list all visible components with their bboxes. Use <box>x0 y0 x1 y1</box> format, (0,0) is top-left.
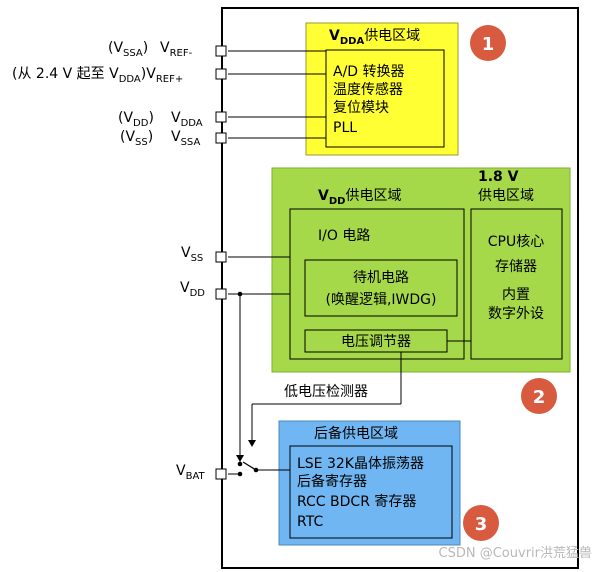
lse-label: LSE 32K晶体振荡器 <box>297 456 424 472</box>
rtc-label: RTC <box>297 514 323 530</box>
voltage-regulator-label: 电压调节器 <box>341 334 411 350</box>
pin-vref-minus <box>215 45 227 57</box>
svg-text:3: 3 <box>475 514 488 535</box>
pin-vbat <box>215 468 227 480</box>
pin-vdda <box>215 111 227 123</box>
switch-contact-vdd <box>237 461 243 467</box>
builtin-label: 内置 <box>502 287 530 303</box>
backup-register-label: 后备寄存器 <box>297 473 367 490</box>
low-voltage-detector-label: 低电压检测器 <box>284 384 368 400</box>
memory-label: 存储器 <box>495 259 537 275</box>
adc-label: A/D 转换器 <box>333 63 405 80</box>
switch-contact-vbat <box>237 471 243 477</box>
switch-blade <box>242 461 257 471</box>
backup-inner-box <box>289 445 453 539</box>
vref-minus-label: VREF- <box>160 40 193 59</box>
lvd-arrow <box>248 440 256 447</box>
vref-plus-label: (从 2.4 V 起至 VDDA)VREF+ <box>12 66 183 85</box>
vdda-label: VDDA <box>171 110 203 129</box>
backup-domain-title: 后备供电区域 <box>314 425 398 442</box>
pin-vssa <box>215 132 227 144</box>
temp-sensor-label: 温度传感器 <box>333 81 403 98</box>
vdd-switch-arrow <box>236 455 244 462</box>
vbat-label: VBAT <box>176 463 206 482</box>
badge-3: 3 <box>463 505 499 541</box>
reset-module-label: 复位模块 <box>333 99 389 116</box>
badge-2: 2 <box>521 378 557 414</box>
vdd-paren-label: (VDD) <box>118 110 154 129</box>
watermark: CSDN @Couvrir洪荒猛兽 <box>439 546 592 561</box>
cpu-core-label: CPU核心 <box>488 234 544 250</box>
vss-label: VSS <box>181 245 203 264</box>
core-domain-voltage: 1.8 V <box>478 169 519 185</box>
rcc-bdcr-label: RCC BDCR 寄存器 <box>297 493 416 510</box>
vdd-label: VDD <box>180 280 205 299</box>
vssa-label: VSSA <box>171 129 200 148</box>
svg-text:2: 2 <box>533 387 546 408</box>
standby-line1: 待机电路 <box>353 270 409 286</box>
vss-paren-label: (VSS) <box>120 129 153 148</box>
standby-circuit-box <box>304 259 458 317</box>
pll-label: PLL <box>333 120 357 136</box>
svg-text:1: 1 <box>482 34 495 55</box>
digital-peripheral-label: 数字外设 <box>488 306 544 322</box>
badge-1: 1 <box>470 25 506 61</box>
pin-vss <box>215 251 227 263</box>
io-circuit-label: I/O 电路 <box>318 228 370 244</box>
pin-vdd <box>215 288 227 300</box>
core-inner-box <box>470 208 563 360</box>
core-domain-title: 供电区域 <box>478 188 534 204</box>
vdda-domain-title: VDDA供电区域 <box>329 28 420 47</box>
vdda-inner-box <box>325 49 445 148</box>
standby-line2: (唤醒逻辑,IWDG) <box>326 291 437 308</box>
pin-vref-plus <box>215 68 227 80</box>
vdd-domain-title: VDD供电区域 <box>318 188 401 207</box>
vssa-ref-label: (VSSA) <box>108 40 148 59</box>
